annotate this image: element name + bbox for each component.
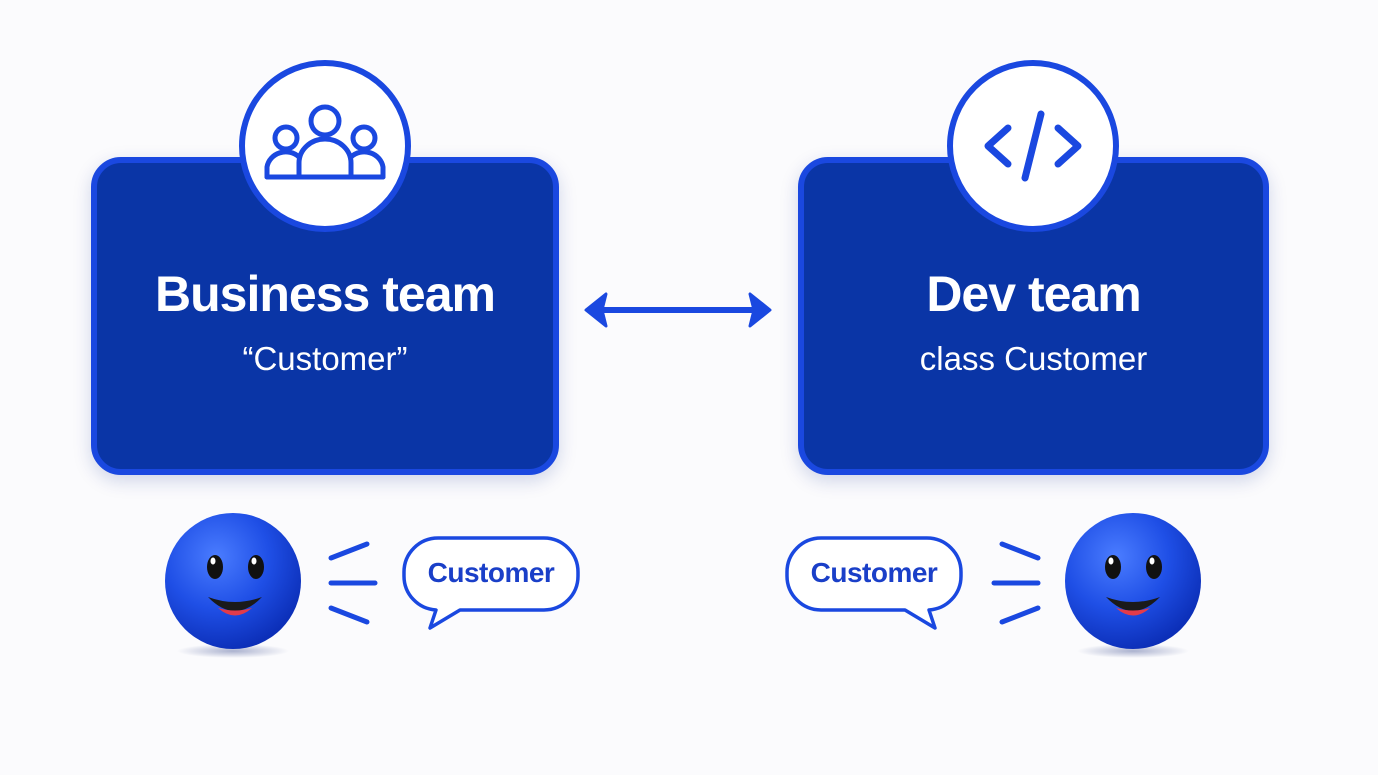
- dev-team-term: class Customer: [919, 340, 1148, 377]
- dev-team-badge: [947, 60, 1119, 232]
- speech-bubble-shape: [402, 536, 580, 630]
- business-team-badge: [239, 60, 411, 232]
- speech-bubble-text: Customer: [427, 557, 555, 588]
- speech-lines-icon: [328, 541, 378, 625]
- speech-lines-icon: [991, 541, 1041, 625]
- speech-bubble-shape: [785, 536, 963, 630]
- speech-bubble-text: Customer: [810, 557, 938, 588]
- business-team-term: “Customer”: [242, 340, 408, 377]
- users-group-icon: [264, 104, 386, 180]
- speech-bubble: Customer: [400, 534, 582, 634]
- smiley-face-icon: [1065, 513, 1201, 658]
- speech-bubble: Customer: [783, 534, 965, 634]
- double-headed-arrow-icon: [584, 292, 772, 328]
- smiley-face-icon: [165, 513, 301, 658]
- code-brackets-icon: [984, 110, 1082, 182]
- dev-team-title: Dev team: [926, 266, 1141, 322]
- business-team-title: Business team: [155, 266, 496, 322]
